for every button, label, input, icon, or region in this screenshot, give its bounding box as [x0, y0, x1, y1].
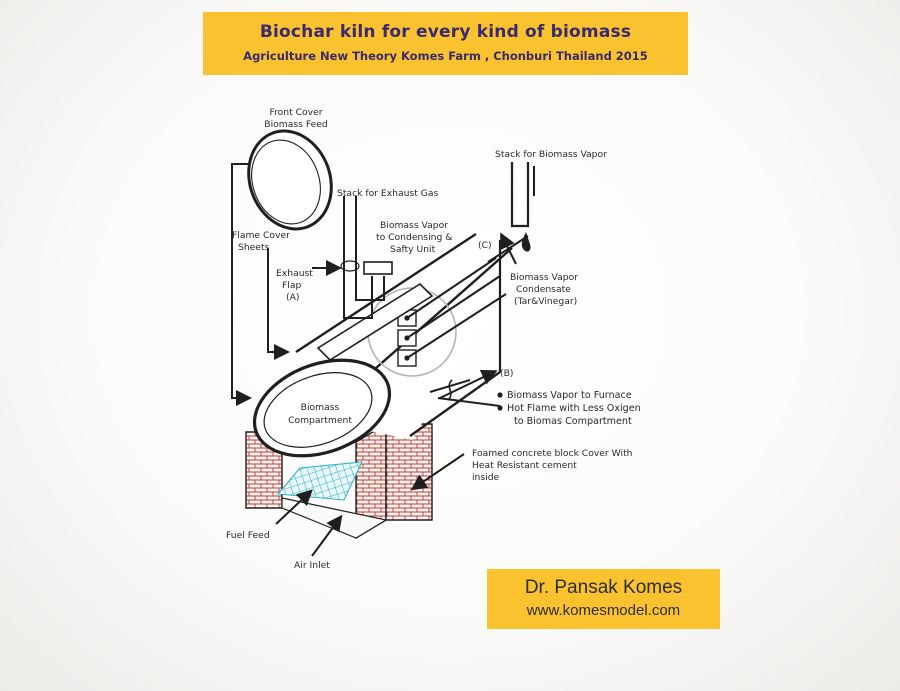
diagram-title: Biochar kiln for every kind of biomass — [259, 22, 632, 42]
bullet-icon — [497, 392, 503, 398]
vapor-stack — [510, 162, 535, 252]
author-website: www.komesmodel.com — [526, 602, 681, 619]
label-condensate-1: Biomass Vapor — [510, 272, 578, 283]
label-flame-cover: Flame Cover — [232, 230, 290, 241]
label-compartment-2: Compartment — [288, 415, 352, 426]
label-foamed-3: inside — [472, 472, 500, 483]
leader-lines — [231, 163, 517, 557]
label-hot-flame: Hot Flame with Less Oxigen — [507, 403, 641, 414]
fire-grate — [276, 461, 363, 501]
label-exhaust: Exhaust — [276, 268, 313, 279]
label-fuel-feed: Fuel Feed — [226, 530, 270, 541]
label-biomass-feed: Biomass Feed — [264, 119, 327, 130]
label-vapor-condensing-3: Safty Unit — [390, 244, 436, 255]
label-marker-b: (B) — [500, 368, 513, 379]
label-flap: Flap — [282, 280, 301, 291]
label-foamed-1: Foamed concrete block Cover With — [472, 448, 633, 459]
diagram-subtitle: Agriculture New Theory Komes Farm , Chon… — [243, 49, 648, 63]
label-condensate-2: Condensate — [516, 284, 571, 295]
label-flame-cover-sheets: Sheets — [238, 242, 270, 253]
label-front-cover: Front Cover — [269, 107, 322, 118]
label-condensate-3: (Tar&Vinegar) — [514, 296, 577, 307]
label-biomas-compartment: to Biomas Compartment — [514, 416, 632, 427]
label-air-inlet: Air Inlet — [294, 560, 330, 571]
front-cover — [247, 129, 333, 231]
bullet-icon — [497, 405, 503, 411]
label-marker-c: (C) — [478, 240, 492, 251]
title-banner: Biochar kiln for every kind of biomass A… — [203, 12, 688, 75]
label-vapor-condensing-2: to Condensing & — [376, 232, 452, 243]
label-foamed-2: Heat Resistant cement — [472, 460, 577, 471]
label-vapor-condensing-1: Biomass Vapor — [380, 220, 448, 231]
exhaust-duct — [316, 196, 434, 362]
label-vapor-furnace: Biomass Vapor to Furnace — [507, 390, 632, 401]
author-name: Dr. Pansak Komes — [524, 577, 683, 598]
label-stack-exhaust: Stack for Exhaust Gas — [337, 188, 438, 199]
label-stack-vapor: Stack for Biomass Vapor — [495, 149, 607, 160]
label-flap-a: (A) — [286, 292, 299, 303]
label-compartment-1: Biomass — [301, 402, 340, 413]
author-banner: Dr. Pansak Komes www.komesmodel.com — [487, 569, 720, 629]
